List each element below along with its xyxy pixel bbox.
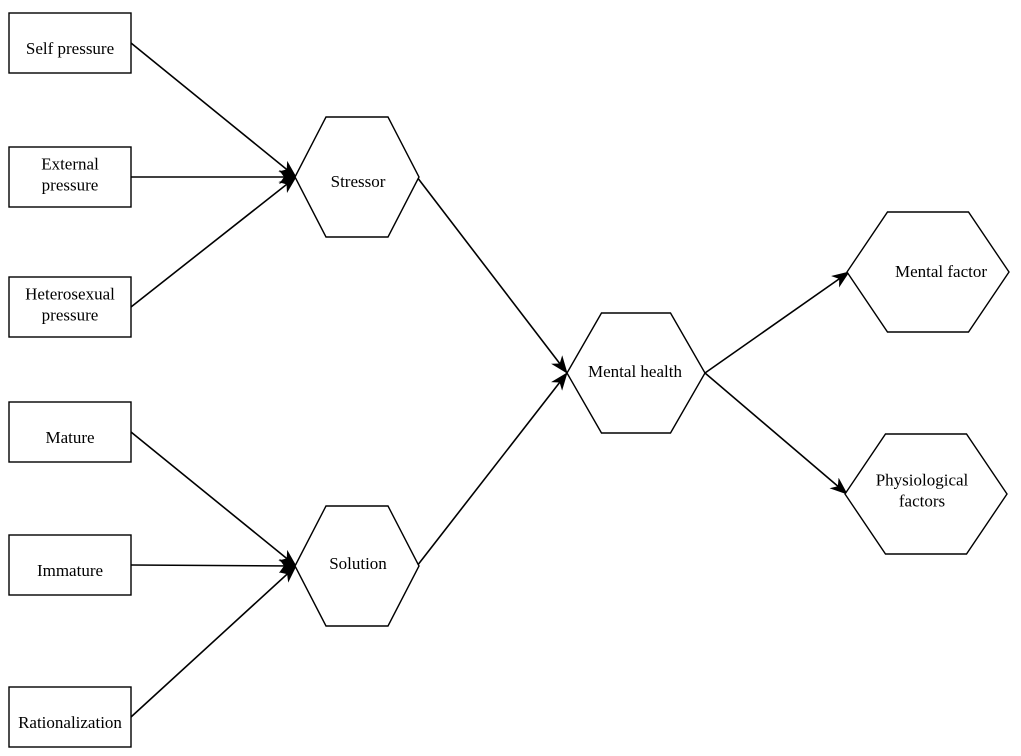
arrow-stressor-to-mental-health xyxy=(416,176,568,374)
label-heterosexual-pressure: Heterosexual pressure xyxy=(25,284,115,324)
label-line: Self pressure xyxy=(26,39,114,58)
label-rationalization: Rationalization xyxy=(18,713,122,732)
arrow-immature-to-solution xyxy=(130,558,297,573)
label-line: Mental factor xyxy=(895,262,987,281)
label-line: Immature xyxy=(37,561,103,580)
box-immature xyxy=(8,534,132,596)
label-line: Heterosexual xyxy=(25,284,115,303)
edges xyxy=(130,42,850,718)
label-line: Solution xyxy=(329,554,387,573)
label-line: pressure xyxy=(42,175,99,194)
node-mental-health: Mental health xyxy=(566,312,706,434)
label-mental-health: Mental health xyxy=(588,362,682,381)
arrow-rationalization-to-solution xyxy=(130,565,297,718)
label-line: Physiological xyxy=(876,470,969,489)
label-line: Rationalization xyxy=(18,713,122,732)
hexagon-mental-factor xyxy=(846,211,1010,333)
node-external-pressure: External pressure xyxy=(8,146,132,208)
node-rationalization: Rationalization xyxy=(8,686,132,748)
box-rationalization xyxy=(8,686,132,748)
arrow-mental-health-to-mental-factor xyxy=(704,271,850,374)
label-line: factors xyxy=(899,491,945,510)
hexagon-solution xyxy=(294,505,420,627)
label-line: External xyxy=(41,154,99,173)
node-immature: Immature xyxy=(8,534,132,596)
label-line: pressure xyxy=(42,305,99,324)
node-mature: Mature xyxy=(8,401,132,463)
arrow-self-pressure-to-stressor xyxy=(130,42,297,178)
box-mature xyxy=(8,401,132,463)
label-physiological-factors: Physiological factors xyxy=(876,470,969,510)
box-self-pressure xyxy=(8,12,132,74)
box-heterosexual-pressure xyxy=(8,276,132,338)
label-stressor: Stressor xyxy=(331,172,386,191)
label-mental-factor: Mental factor xyxy=(895,262,987,281)
label-self-pressure: Self pressure xyxy=(26,39,114,58)
label-line: Mental health xyxy=(588,362,682,381)
arrow-heterosexual-pressure-to-stressor xyxy=(130,176,297,308)
label-external-pressure: External pressure xyxy=(41,154,99,194)
node-mental-factor: Mental factor xyxy=(846,211,1010,333)
arrow-mature-to-solution xyxy=(130,431,297,567)
label-immature: Immature xyxy=(37,561,103,580)
arrow-mental-health-to-physiological-factors xyxy=(704,372,848,495)
node-self-pressure: Self pressure xyxy=(8,12,132,74)
hexagon-stressor xyxy=(294,116,420,238)
hexagon-physiological-factors xyxy=(844,433,1008,555)
box-external-pressure xyxy=(8,146,132,208)
label-line: Stressor xyxy=(331,172,386,191)
node-stressor: Stressor xyxy=(294,116,420,238)
label-solution: Solution xyxy=(329,554,387,573)
node-heterosexual-pressure: Heterosexual pressure xyxy=(8,276,132,338)
hexagon-mental-health xyxy=(566,312,706,434)
arrow-solution-to-mental-health xyxy=(416,372,568,567)
node-solution: Solution xyxy=(294,505,420,627)
node-physiological-factors: Physiological factors xyxy=(844,433,1008,555)
label-line: Mature xyxy=(45,428,94,447)
label-mature: Mature xyxy=(45,428,94,447)
